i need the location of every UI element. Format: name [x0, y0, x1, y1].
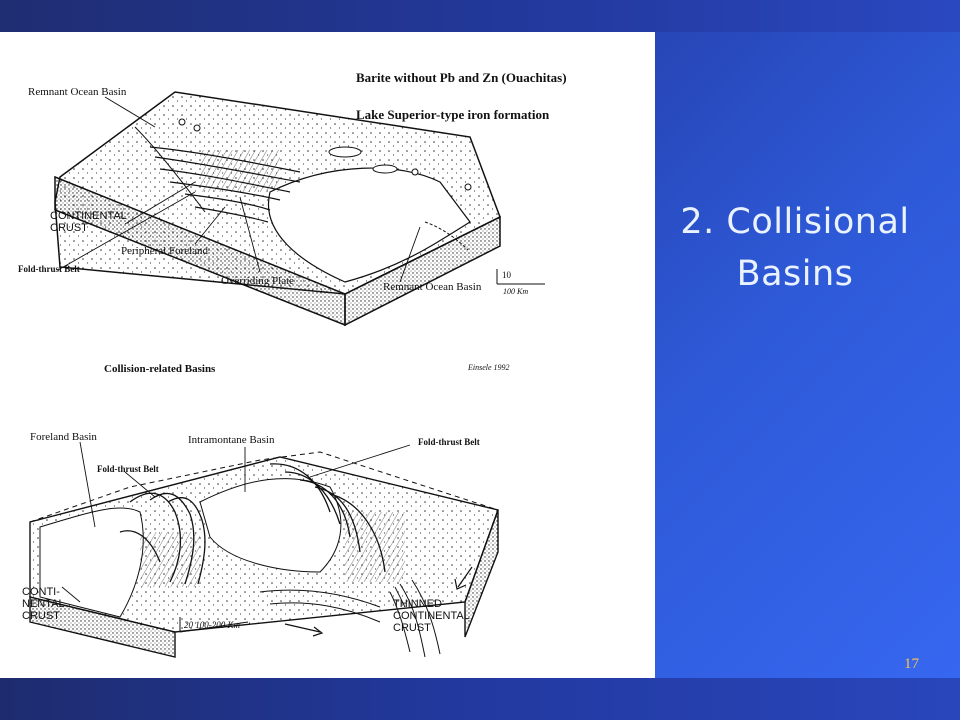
note-iron-formation: Lake Superior-type iron formation [356, 107, 550, 122]
label-overriding-plate: Overriding Plate [221, 275, 294, 287]
bottom-block-diagram: Foreland Basin Intramontane Basin Fold-t… [22, 431, 499, 658]
label-foreland-basin: Foreland Basin [30, 431, 97, 443]
figure-caption: Collision-related Basins [104, 363, 216, 375]
figure-svg: Barite without Pb and Zn (Ouachitas) Lak… [18, 70, 567, 658]
bottom-left-thrust-hatch [140, 532, 200, 587]
label-conti-3: CRUST [22, 610, 60, 622]
deposit-marker-3 [411, 168, 419, 176]
slide-top-band [0, 0, 960, 32]
page-number: 17 [904, 656, 919, 672]
label-fold-thrust-belt-top: Fold-thrust Belt [18, 264, 80, 274]
label-intramontane-basin: Intramontane Basin [188, 434, 275, 446]
bottom-leader-lines [61, 441, 411, 608]
top-scale-bar [496, 269, 545, 285]
slide-bottom-band [0, 678, 960, 720]
bottom-motion-arrows [284, 566, 473, 637]
label-bottom-scale: 20 100-200 Km [184, 620, 241, 630]
label-peripheral-foreland: Peripheral Foreland [121, 245, 209, 257]
slide-title-line-1: 2. Collisional [680, 202, 910, 242]
label-thinned-3: CRUST [393, 622, 431, 634]
label-thinned-2: CONTINENTAL [393, 610, 470, 622]
label-continental-crust-2: CRUST [50, 222, 88, 234]
deposit-marker-4 [464, 183, 472, 191]
remnant-ocean-right-trench [424, 221, 469, 251]
top-thrust-hatch [200, 150, 280, 192]
intramontane-basin-area [199, 478, 342, 573]
collision-basins-figure: Barite without Pb and Zn (Ouachitas) Lak… [0, 32, 655, 678]
lens-feature-1 [328, 146, 362, 158]
deposit-marker-2 [193, 124, 201, 132]
bottom-scale-bar [179, 617, 249, 633]
top-block-diagram: Barite without Pb and Zn (Ouachitas) Lak… [18, 70, 567, 327]
lens-feature-2 [372, 164, 398, 174]
label-remnant-ocean-basin-top: Remnant Ocean Basin [28, 86, 127, 98]
label-remnant-ocean-basin-bottom: Remnant Ocean Basin [383, 281, 482, 293]
label-fold-thrust-belt-left: Fold-thrust Belt [97, 464, 159, 474]
label-fold-thrust-belt-right: Fold-thrust Belt [418, 437, 480, 447]
note-barite: Barite without Pb and Zn (Ouachitas) [356, 70, 567, 85]
label-thinned-1: THINNED [393, 598, 442, 610]
slide-title-line-2: Basins [736, 254, 854, 294]
top-leader-lines [57, 96, 421, 283]
slide-title: 2. Collisional Basins [660, 196, 930, 300]
label-continental-crust-1: CONTINENTAL [50, 210, 127, 222]
bottom-block-right-face [464, 509, 499, 638]
bottom-block-rear-outline [29, 451, 499, 523]
bottom-block-front-face [29, 596, 176, 658]
figure-credit: Einsele 1992 [467, 363, 510, 372]
bottom-right-thrust-hatch [345, 512, 405, 582]
overriding-plate-area [267, 167, 471, 283]
label-conti-2: NENTAL [22, 598, 65, 610]
scale-horizontal-label: 100 Km [503, 287, 528, 296]
deposit-marker-1 [178, 118, 186, 126]
scale-vertical-label: 10 [502, 270, 512, 280]
bottom-crust-section [259, 579, 441, 658]
label-conti-1: CONTI- [22, 586, 60, 598]
remnant-ocean-channel [134, 126, 206, 213]
